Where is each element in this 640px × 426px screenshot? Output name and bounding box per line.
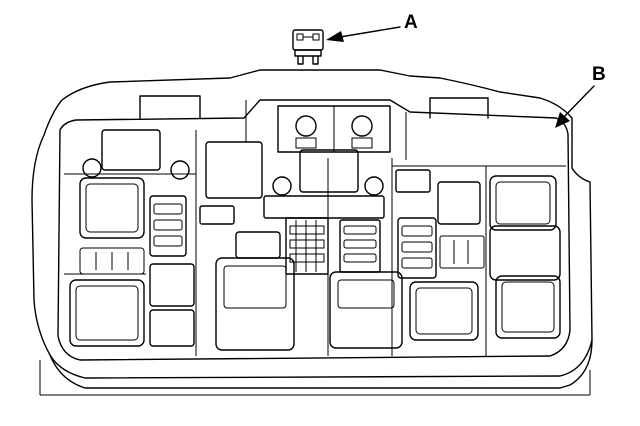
center-relay-group — [199, 141, 403, 351]
relay-box-housing — [31, 69, 593, 396]
mini-fuse — [292, 29, 324, 65]
left-relay-group — [69, 129, 195, 347]
callout-label-a: A — [404, 12, 418, 33]
mini-fuse-bank — [285, 217, 381, 275]
leader-arrow-a — [326, 26, 401, 42]
main-fuse-block — [277, 105, 391, 153]
callout-label-b: B — [592, 64, 606, 85]
right-relay-group — [395, 169, 561, 341]
leader-arrow-b — [555, 85, 595, 128]
housing-partitions — [64, 100, 566, 356]
